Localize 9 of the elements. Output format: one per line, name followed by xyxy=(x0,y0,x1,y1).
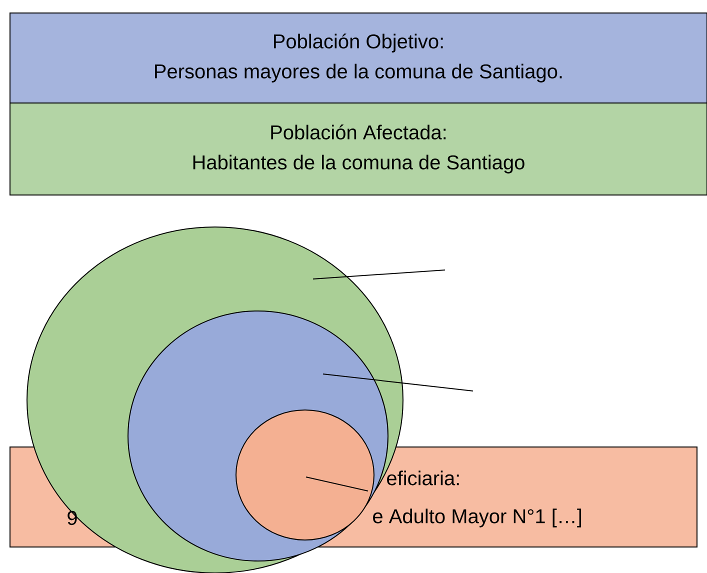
circle xyxy=(236,410,374,540)
text-box: Población Objetivo: Personas mayores de la comuna de Santiago. xyxy=(10,12,707,104)
leader-line xyxy=(306,476,368,492)
box-text: eficiaria: xyxy=(387,470,459,486)
leader-line xyxy=(312,270,446,280)
box-text: e Adulto Mayor N°1 […] xyxy=(373,508,582,528)
box-text: 9 xyxy=(68,510,77,526)
text-box: Población Afectada: Habitantes de la comuna de Santiago xyxy=(10,102,707,196)
leader-line xyxy=(322,374,474,392)
